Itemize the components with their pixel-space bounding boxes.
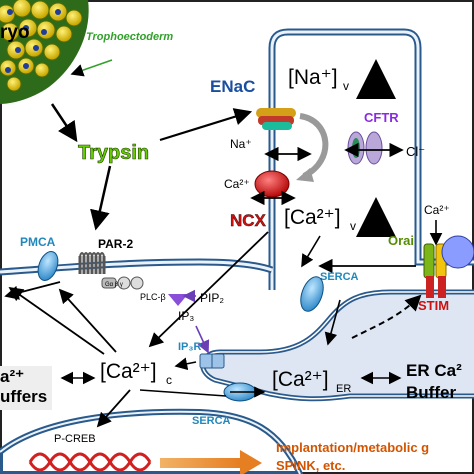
serca-top-label: SERCA	[320, 271, 359, 283]
er-buffers-line1: ER Ca²	[406, 361, 462, 380]
ip3r-release-arrow	[174, 357, 197, 371]
trophectoderm-pointer	[70, 59, 113, 77]
enac-label: ENaC	[210, 77, 255, 96]
er-to-stim-dashed-arrow	[351, 294, 422, 339]
cyto-buffers-box	[0, 366, 52, 410]
par2-receptor-icon	[78, 252, 106, 274]
serca-bottom-label: SERCA	[192, 415, 231, 427]
trypsin-to-enac-arrow	[159, 108, 253, 142]
ca-c-label: [Ca²⁺]	[100, 360, 157, 383]
ca-c-to-nucleus-arrow	[96, 389, 131, 428]
outcome-line1: Implantation/metabolic g	[276, 440, 429, 455]
trypsin-to-par2-arrow	[90, 165, 112, 231]
pip2-label: PIP₂	[200, 291, 224, 305]
ncx-label: NCX	[230, 211, 267, 230]
trophectoderm-label: Trophoectoderm	[86, 31, 173, 43]
g-protein-icon	[101, 276, 144, 290]
par2-label: PAR-2	[98, 237, 133, 251]
outcome-arrow-shaft	[160, 458, 240, 468]
g-protein-label: Gα β γ	[105, 282, 123, 288]
ca-v-label: [Ca²⁺]	[284, 206, 341, 229]
serca-top-pump-icon	[300, 276, 324, 312]
buffers-left-line2: uffers	[0, 387, 47, 406]
ca-c-to-pmca-arrow	[8, 286, 105, 355]
ca-c-sub: c	[166, 373, 172, 387]
stim-protein-icon	[426, 276, 446, 298]
orai-label: Orai	[388, 233, 414, 248]
na-ion-label: Na⁺	[230, 137, 252, 151]
na-v-label: [Na⁺]	[288, 66, 338, 89]
ip3r-label: IP₃R	[178, 341, 201, 353]
ca-er-sub: ER	[336, 383, 351, 395]
ca-c-to-serca-line	[139, 389, 227, 397]
embryo-to-trypsin-arrow	[50, 103, 78, 143]
embryo-icon	[0, 0, 89, 104]
er-buffers-line2: Buffer	[406, 383, 456, 402]
buffers-left-line1: a²⁺	[0, 367, 24, 386]
cftr-channel-icon	[347, 131, 383, 165]
enac-channel-icon	[256, 108, 296, 130]
cl-ion-label: Cl⁻	[406, 144, 425, 159]
stim-label: STIM	[418, 298, 449, 313]
embryo-label: ryo	[0, 22, 30, 43]
ca-ion-left-label: Ca²⁺	[224, 177, 250, 191]
orai-accessory-icon	[441, 235, 474, 269]
enac-to-ncx-curve	[299, 113, 329, 179]
ca-c-pmca-arrow-2	[58, 288, 117, 353]
pcreb-label: P-CREB	[54, 433, 96, 445]
pmca-efflux-arrow	[4, 281, 61, 300]
ncx-exchanger-icon	[254, 170, 290, 198]
na-v-sub: v	[343, 79, 349, 93]
ca-v-sub: v	[350, 219, 356, 233]
ip3-label: IP₃	[178, 309, 194, 323]
ca-er-label: [Ca²⁺]	[272, 368, 329, 391]
trypsin-label: Trypsin	[78, 142, 149, 164]
serca-to-er-arrow	[324, 299, 341, 346]
ca-v-to-ca-c-arrow	[148, 231, 269, 348]
ip3-to-ip3r-arrow	[195, 325, 210, 354]
dna-wave-icon-2	[28, 452, 152, 472]
outcome-arrow-head	[240, 450, 262, 474]
ca-ion-right-label: Ca²⁺	[424, 203, 450, 217]
ca-v-to-serca-arrow	[301, 235, 321, 268]
pmca-label: PMCA	[20, 235, 56, 249]
cftr-label: CFTR	[364, 110, 399, 125]
outcome-line2: SPINK, etc.	[276, 458, 345, 473]
plc-beta-label: PLC-β	[140, 292, 166, 302]
pmca-pump-icon	[37, 251, 59, 281]
